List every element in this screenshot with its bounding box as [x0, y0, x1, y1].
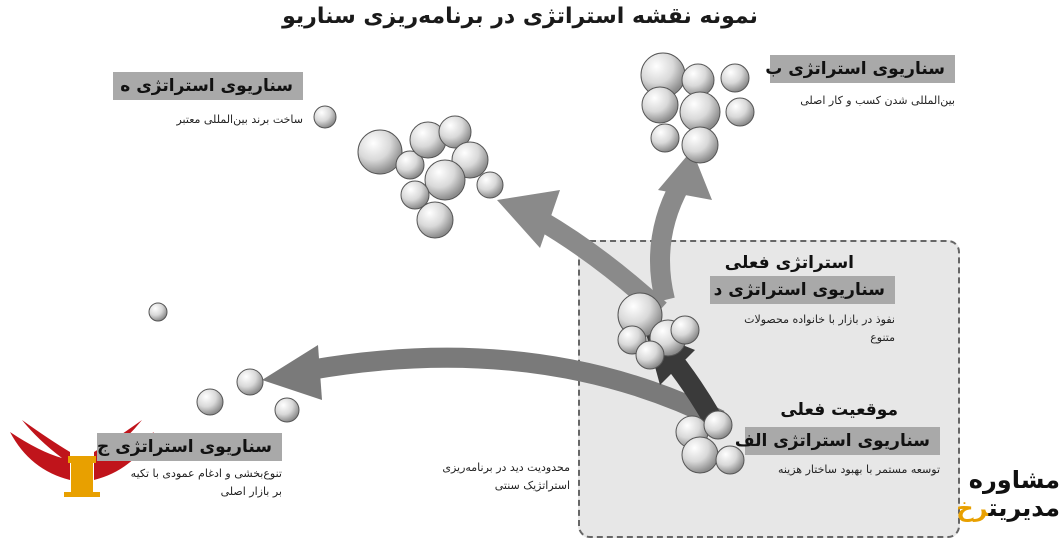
scenario-e-desc: ساخت برند بین‌المللی معتبر	[176, 113, 303, 126]
cluster-scenario-d	[617, 292, 700, 370]
page-title: نمونه نقشه استراتژی در برنامه‌ریزی سناری…	[282, 4, 758, 29]
scenario-d-desc-line1: نفوذ در بازار با خانواده محصولات	[744, 313, 895, 326]
arrow-to-scenario-e	[497, 190, 667, 318]
cluster-scenario-a	[675, 410, 745, 475]
scenario-d-label: سناریوی استراتژی د	[710, 276, 895, 304]
scenario-j-label: سناریوی استراتژی ج	[97, 433, 282, 461]
scenario-a-desc: توسعه مستمر با بهبود ساختار هزینه	[777, 463, 940, 476]
scenario-b-desc: بین‌المللی شدن کسب و کار اصلی	[800, 94, 955, 107]
arrow-to-scenario-b	[650, 150, 712, 303]
current-position-heading: موقعیت فعلی	[780, 400, 898, 420]
scenario-j-desc-line1: تنوع‌بخشی و ادغام عمودی با تکیه	[130, 467, 282, 480]
scenario-b-label: سناریوی استراتژی ب	[765, 55, 955, 83]
brand-logo: مشاوره مدیریترخ	[905, 466, 1060, 526]
brand-accent: رخ	[956, 494, 989, 522]
cluster-scenario-j	[148, 302, 300, 423]
scenario-j-desc-line2: بر بازار اصلی	[220, 485, 282, 498]
current-strategy-heading: استراتژی فعلی	[724, 253, 854, 273]
traditional-note-line1: محدودیت دید در برنامه‌ریزی	[442, 461, 570, 474]
scenario-a-label: سناریوی استراتژی الف	[735, 427, 940, 455]
traditional-note-line2: استراتژیک سنتی	[494, 479, 570, 492]
arrow-to-scenario-j	[262, 345, 725, 429]
scenario-e-label: سناریوی استراتژی ه	[113, 72, 303, 100]
cluster-scenario-b	[640, 52, 755, 164]
brand-name: مشاوره مدیریت	[968, 466, 1060, 522]
cluster-scenario-e	[313, 105, 504, 239]
scenario-d-desc-line2: متنوع	[870, 331, 895, 344]
